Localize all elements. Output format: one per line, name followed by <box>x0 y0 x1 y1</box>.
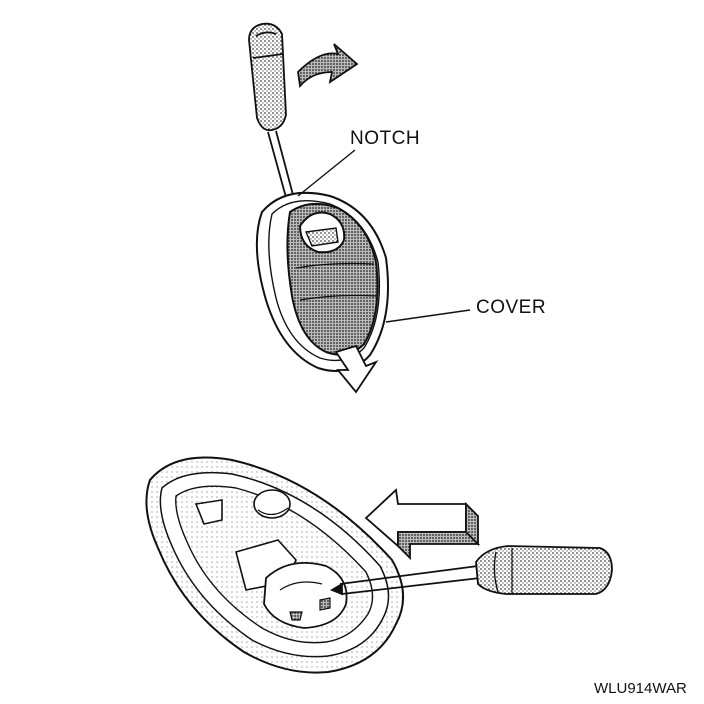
top-screwdriver <box>248 22 298 213</box>
figure-code: WLU914WAR <box>594 680 687 697</box>
bottom-pry-arrow <box>364 488 481 561</box>
notch-label: NOTCH <box>350 128 421 149</box>
cover-remove-arrow <box>334 344 379 394</box>
cover-leader-line <box>385 309 471 323</box>
open-fob-shell <box>145 456 405 674</box>
cover-label: COVER <box>476 297 547 318</box>
top-key-fob <box>255 191 389 372</box>
bottom-screwdriver <box>329 545 613 596</box>
top-rotate-arrow <box>297 43 359 89</box>
notch-leader-line <box>297 149 356 197</box>
